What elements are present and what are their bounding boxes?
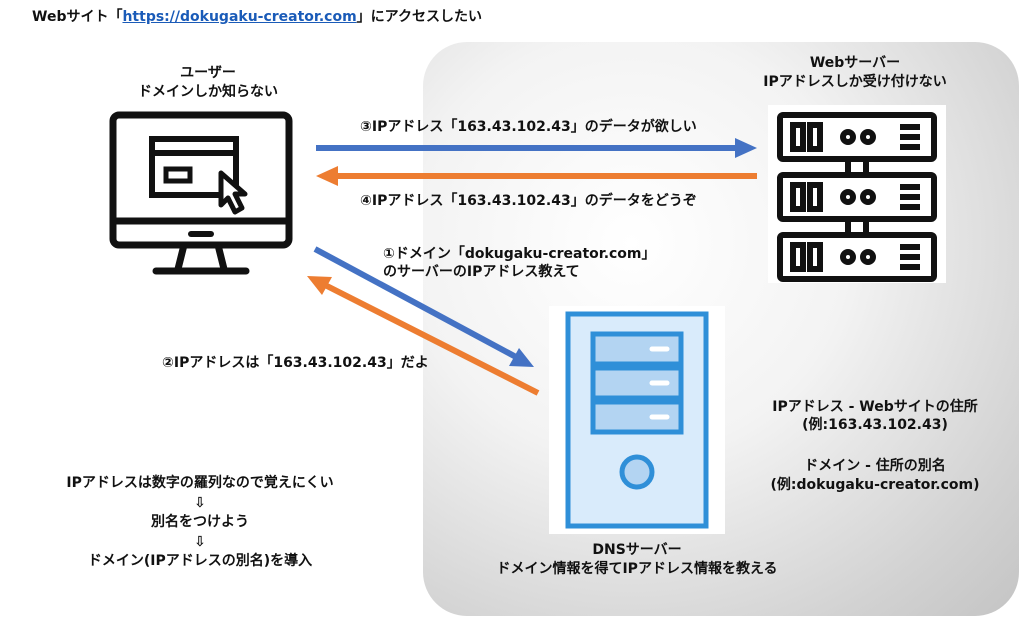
ip-definition: IPアドレス - Webサイトの住所 [772, 399, 978, 415]
title-suffix: 」にアクセスしたい [356, 9, 482, 25]
title-prefix: Webサイト「 [32, 9, 123, 25]
ip-example: (例:163.43.102.43) [802, 417, 948, 433]
web-server-subtitle: IPアドレスしか受け付けない [763, 74, 947, 90]
site-url-link[interactable]: https://dokugaku-creator.com [122, 9, 357, 25]
computer-monitor-icon [109, 111, 293, 275]
user-computer [96, 103, 307, 290]
step1-label-line2: のサーバーのIPアドレス教えて [383, 264, 580, 280]
user-title: ユーザー [180, 65, 236, 81]
step1-label-line1: ①ドメイン「dokugaku-creator.com」 [383, 246, 656, 262]
explanation-arrow2: ⇩ [194, 534, 206, 550]
user-subtitle: ドメインしか知らない [138, 84, 278, 100]
step2-label: ②IPアドレスは「163.43.102.43」だよ [162, 355, 429, 371]
web-server [768, 105, 946, 283]
explanation-line2: 別名をつけよう [151, 514, 249, 530]
explanation-line3: ドメイン(IPアドレスの別名)を導入 [87, 553, 313, 569]
step3-label: ③IPアドレス「163.43.102.43」のデータが欲しい [360, 119, 697, 135]
arrow-request-dns [313, 246, 534, 367]
explanation-arrow1: ⇩ [194, 495, 206, 511]
server-rack-icon [777, 112, 937, 282]
page-title: Webサイト「https://dokugaku-creator.com」にアクセ… [32, 6, 482, 26]
arrow-request-web [316, 138, 757, 158]
server-tower-icon [565, 311, 709, 529]
dns-server [549, 306, 725, 534]
web-server-title: Webサーバー [809, 55, 901, 71]
dns-server-subtitle: ドメイン情報を得てIPアドレス情報を教える [496, 561, 778, 577]
domain-definition: ドメイン - 住所の別名 [804, 458, 946, 474]
dns-server-title: DNSサーバー [592, 542, 682, 558]
arrow-response-web [316, 166, 757, 186]
explanation-line1: IPアドレスは数字の羅列なので覚えにくい [66, 475, 334, 491]
step4-label: ④IPアドレス「163.43.102.43」のデータをどうぞ [360, 193, 697, 209]
arrow-response-dns [307, 276, 540, 396]
domain-example: (例:dokugaku-creator.com) [770, 477, 980, 493]
